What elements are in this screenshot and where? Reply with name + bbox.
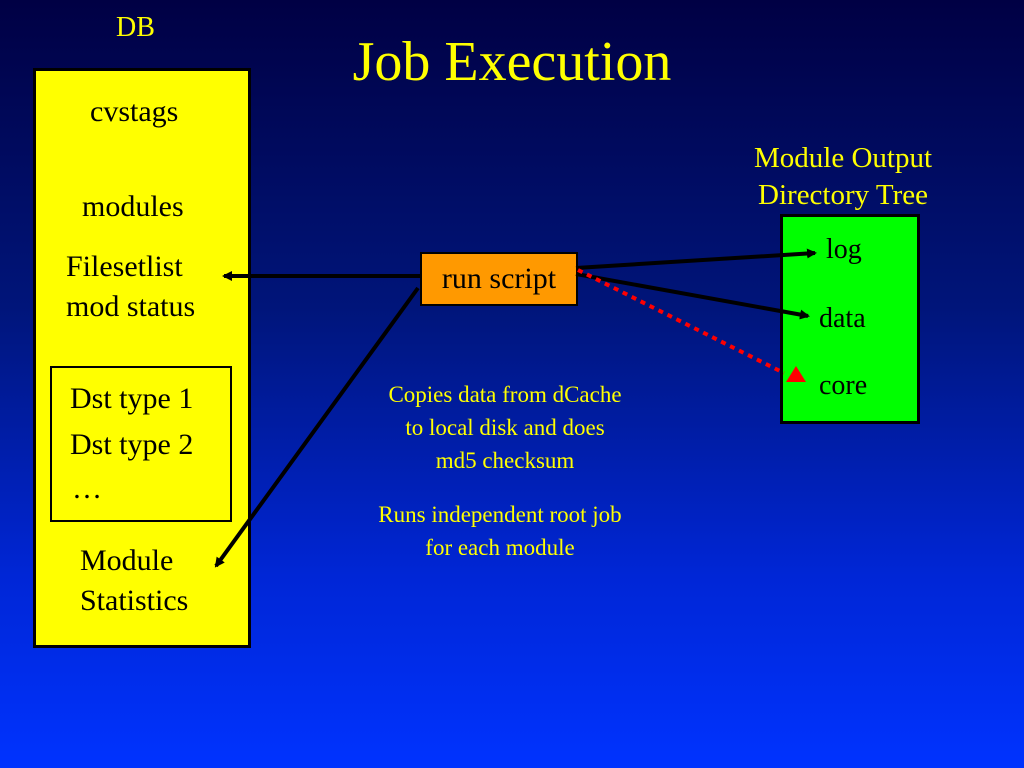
dashed-link-to-core [577,268,785,375]
db-label: DB [116,12,155,43]
output-tree-title: Module Output Directory Tree [728,140,958,214]
dst-type-1: Dst type 1 [70,382,194,415]
copy-note-line1: Copies data from dCache [388,382,622,407]
output-item-data: data [819,303,866,334]
output-item-core: core [819,370,868,401]
run-note-line1: Runs independent root job [378,502,622,527]
output-item-log: log [826,234,862,265]
db-box [33,68,251,648]
run-note: Runs independent root job for each modul… [335,498,665,564]
db-item-mod-status: mod status [66,290,196,323]
copy-note-line3: md5 checksum [435,448,575,473]
module-statistics-line1: Module [80,544,174,577]
copy-note: Copies data from dCache to local disk an… [340,378,670,477]
module-statistics-line2: Statistics [80,584,189,617]
arrow-to-log [575,248,817,270]
output-tree-title-line2: Directory Tree [758,179,928,211]
arrow-to-module-statistics [214,286,420,568]
run-note-line2: for each module [425,535,575,560]
copy-note-line2: to local disk and does [405,415,605,440]
db-item-filesetlist: Filesetlist [66,250,183,283]
dst-type-ellipsis: … [72,472,102,505]
output-tree-title-line1: Module Output [753,142,933,174]
dst-types-box [50,366,232,522]
db-item-modules: modules [82,190,184,223]
dst-type-2: Dst type 2 [70,428,194,461]
core-marker-triangle [786,366,806,382]
run-script-box: run script [420,252,578,306]
db-item-cvstags: cvstags [90,95,179,128]
slide-title: Job Execution [352,31,672,93]
arrow-to-data [575,272,810,320]
